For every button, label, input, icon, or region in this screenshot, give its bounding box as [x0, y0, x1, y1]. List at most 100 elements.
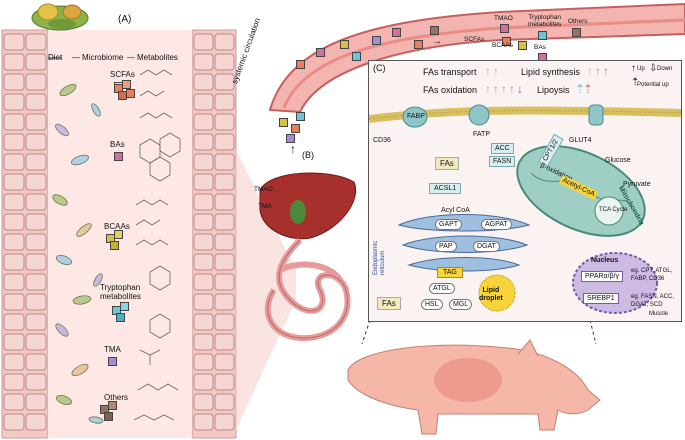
rising-square	[286, 134, 295, 143]
bcaas-square	[110, 241, 119, 250]
panel-a-label: (A)	[118, 14, 132, 25]
diet-food-icon	[31, 3, 89, 31]
zoom-dashed-lines	[361, 319, 597, 345]
flow-microbiome: Microbiome	[82, 53, 124, 62]
metabolite-tma-label: TMA	[104, 345, 121, 354]
vessel-square	[340, 40, 349, 49]
arrow-up-icon: ↑	[603, 64, 609, 78]
legend-lipid-synthesis: Lipid synthesis	[521, 67, 581, 77]
arrow-up-icon: ⇡	[583, 82, 594, 96]
pig-illustration	[347, 339, 601, 435]
label-srebp-targets: eg. FASN, ACC, DGAT, SCD	[631, 294, 675, 308]
metabolite-bcaas-label: BCAAs	[104, 222, 130, 231]
others-square	[108, 401, 117, 410]
arrow-up-icon: ↑	[485, 82, 491, 96]
bas-square	[114, 152, 123, 161]
vessel-legend-others: Others	[568, 18, 588, 25]
metabolite-tryptophan-label: Tryptophan metabolites	[100, 283, 141, 301]
flow-sep-1: —	[72, 53, 80, 62]
label-fabp: FABP	[407, 113, 425, 120]
label-ppar-targets: eg. CPT, ATGL, FABP, CD36	[631, 268, 673, 282]
label-cd36: CD36	[373, 137, 391, 144]
vessel-square	[296, 60, 305, 69]
label-lipid-droplet: Lipid droplet	[479, 287, 503, 302]
rising-square	[279, 118, 288, 127]
label-fasn: FASN	[489, 156, 516, 167]
panel-c-label: (C)	[373, 63, 386, 73]
vessel-square	[430, 26, 439, 35]
label-glucose: Glucose	[605, 157, 631, 164]
panel-b-label: (B)	[302, 150, 314, 160]
label-pap: PAP	[435, 241, 457, 252]
label-acc: ACC	[491, 143, 514, 154]
vessel-square	[372, 36, 381, 45]
bcaas-square	[114, 230, 123, 239]
blood-vessel	[268, 2, 685, 114]
scfas-square	[122, 80, 131, 89]
label-pyruvate: Pyruvate	[623, 181, 651, 188]
panel-a: (A) Diet — Microbiome — Metabolites SCFA…	[0, 0, 238, 440]
liver-label-tma: TMA	[258, 203, 272, 210]
vessel-legend-tryptophan-swatch	[538, 31, 547, 40]
scfas-square	[126, 89, 135, 98]
liver-and-gut-illustration	[259, 172, 357, 342]
up-arrow-icon: ↑	[290, 142, 296, 156]
tryptophan-square	[116, 313, 125, 322]
arrow-up-icon: ↑	[493, 82, 499, 96]
legend-up: Up	[637, 66, 645, 72]
vessel-square	[392, 28, 401, 37]
tma-square	[108, 357, 117, 366]
intestine-illustration	[1, 3, 237, 439]
vessel-legend-bcaas: BCAAs	[492, 42, 513, 49]
vessel-legend-scfas: SCFAs	[464, 36, 485, 43]
arrow-up-icon: ↑	[485, 64, 491, 78]
arrow-down-icon: ↓	[517, 82, 523, 96]
label-gapt: GAPT	[435, 219, 463, 230]
label-agpat: AGPAT	[481, 219, 512, 230]
legend-fas-oxidation: FAs oxidation	[423, 85, 478, 95]
vessel-square	[414, 40, 423, 49]
label-glut4: GLUT4	[569, 137, 592, 144]
label-srebp1: SREBP1	[583, 293, 619, 304]
metabolite-scfas-label: SCFAs	[110, 70, 135, 79]
label-ppar: PPARα/β/γ	[581, 271, 624, 282]
vessel-legend-scfas-swatch	[502, 37, 511, 46]
label-acsl1: ACSL1	[429, 183, 462, 194]
label-tag: TAG	[437, 267, 463, 278]
vessel-legend-bas: BAs	[534, 44, 546, 51]
label-atgl: ATGL	[429, 283, 455, 294]
label-nucleus: Nucleus	[591, 257, 619, 264]
legend-fas-transport: FAs transport	[423, 67, 477, 77]
label-fas-out: FAs	[377, 297, 401, 310]
vessel-legend-tmao-swatch	[500, 24, 509, 33]
label-mgl: MGL	[449, 299, 473, 310]
label-tca: TCA Cycle	[599, 207, 628, 213]
flow-arrow-icon: →	[432, 36, 442, 47]
metabolite-others-label: Others	[104, 393, 129, 402]
legend-down: Down	[657, 66, 673, 72]
vessel-legend-others-swatch	[572, 28, 581, 37]
legend-potential-up-arrow-icon: ⇡	[631, 77, 640, 88]
panel-c: (C) FAs transport ↑ ↑ Lipid synthesis ↑ …	[368, 60, 682, 322]
label-hsl: HSL	[421, 299, 443, 310]
legend-potential-up: Potential up	[637, 82, 669, 88]
rising-square	[291, 124, 300, 133]
tryptophan-square	[120, 302, 129, 311]
zoom-wedge	[236, 150, 296, 430]
vessel-legend-tmao: TMAO	[494, 15, 513, 22]
flow-sep-2: —	[127, 53, 135, 62]
arrow-up-icon: ↑	[595, 64, 601, 78]
flow-diet: Diet	[48, 53, 63, 62]
metabolite-bas-label: BAs	[110, 140, 125, 149]
legend-down-arrow-icon: ⇩	[649, 63, 658, 74]
label-acyl-coa: Acyl CoA	[441, 207, 470, 214]
arrow-up-icon: ⇡	[575, 82, 586, 96]
legend-lipoysis: Lipoysis	[537, 85, 570, 95]
vessel-square	[316, 48, 325, 57]
rising-square	[296, 112, 305, 121]
others-square	[104, 412, 113, 421]
label-muscle: Muscle	[649, 311, 669, 317]
label-dgat: DGAT	[473, 241, 500, 252]
flow-metabolites: Metabolites	[137, 53, 178, 62]
vessel-legend-tryptophan: Tryptophan metabolites	[528, 14, 562, 28]
